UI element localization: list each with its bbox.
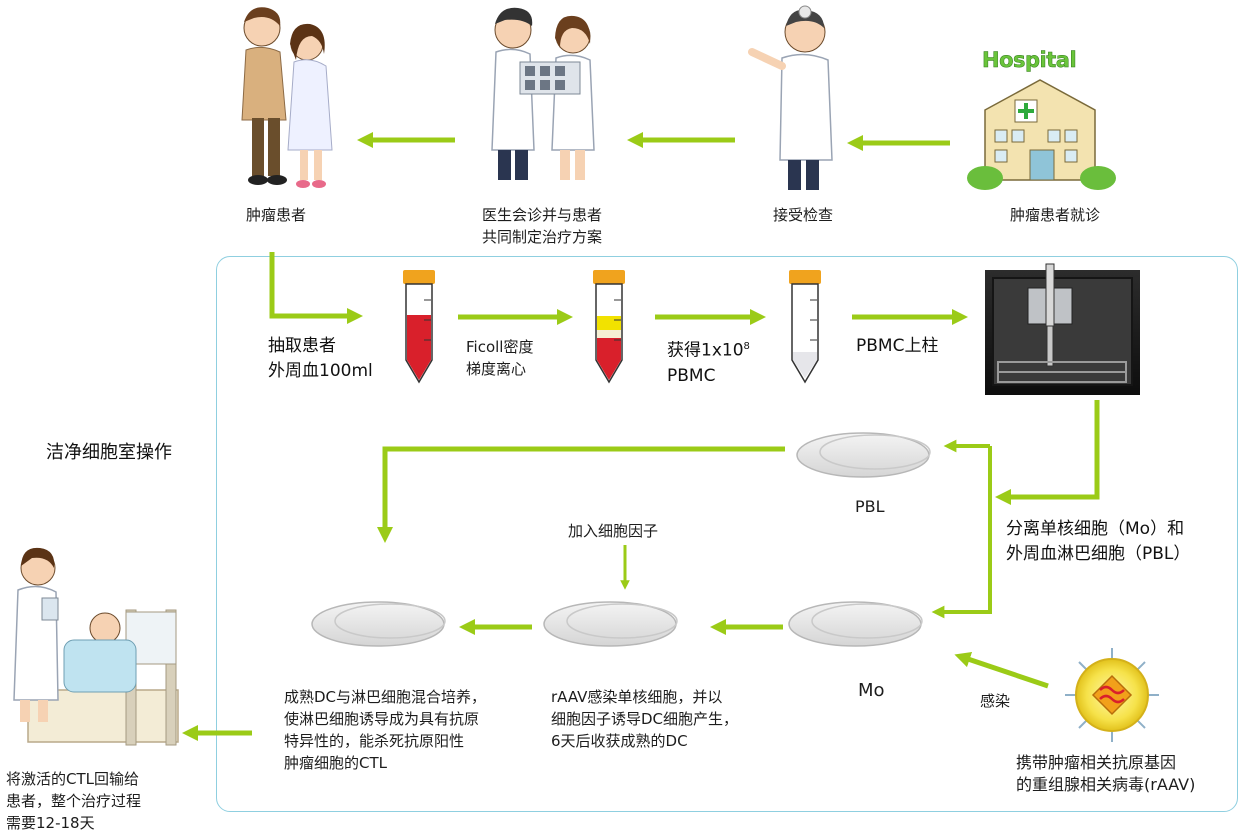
label-ficoll-line1: Ficoll密度: [466, 338, 534, 356]
label-raav-line2: 细胞因子诱导DC细胞产生，: [551, 710, 739, 728]
doctors-consult-illustration: [491, 7, 595, 180]
separation-column-machine: [985, 263, 1140, 395]
doctor-exam-illustration: [748, 5, 833, 190]
label-patient: 肿瘤患者: [245, 206, 306, 224]
label-blood-draw: 抽取患者 外周血100ml: [268, 334, 373, 384]
label-mix: 成熟DC与淋巴细胞混合培养， 使淋巴细胞诱导成为具有抗原 特异性的，能杀死抗原阳…: [284, 686, 486, 774]
flow-arrows: [181, 131, 1100, 742]
label-infect: 感染: [980, 692, 1011, 710]
label-virus-line2: 的重组腺相关病毒(rAAV): [1016, 775, 1196, 794]
label-mix-line4: 肿瘤细胞的CTL: [284, 754, 387, 772]
hospital-illustration: [967, 79, 1116, 190]
label-blood-draw-line1: 抽取患者: [268, 336, 336, 356]
arrow-patient-to-blooddraw: [269, 252, 364, 325]
dish-mo: [788, 601, 923, 647]
dish-pbl: [796, 432, 931, 478]
label-mix-line1: 成熟DC与淋巴细胞混合培养，: [284, 688, 487, 706]
label-pbmc-prefix: 获得1x10: [667, 340, 744, 361]
dish-mix: [311, 601, 446, 647]
label-virus: 携带肿瘤相关抗原基因 的重组腺相关病毒(rAAV): [1016, 752, 1195, 796]
patient-couple-illustration: [241, 7, 333, 188]
label-raav-line1: rAAV感染单核细胞，并以: [551, 688, 723, 706]
cleanroom-frame: [216, 256, 1238, 812]
label-consult: 医生会诊并与患者 共同制定治疗方案: [462, 204, 622, 248]
label-pbmc-line1: 获得1x108: [667, 334, 750, 364]
label-return-line2: 患者，整个治疗过程: [6, 792, 142, 810]
label-return: 将激活的CTL回输给 患者，整个治疗过程 需要12-18天: [6, 768, 141, 834]
label-pbmc-exponent: 8: [743, 341, 750, 352]
label-mix-line3: 特异性的，能杀死抗原阳性: [284, 732, 465, 750]
label-exam: 接受检查: [772, 206, 833, 224]
label-ficoll: Ficoll密度 梯度离心: [466, 336, 533, 380]
label-visit: 肿瘤患者就诊: [1009, 206, 1100, 224]
label-separate-line2: 外周血淋巴细胞（PBL）: [1006, 544, 1191, 564]
label-virus-line1: 携带肿瘤相关抗原基因: [1016, 753, 1177, 772]
label-separate-line1: 分离单核细胞（Mo）和: [1006, 519, 1185, 539]
pbmc-tube: [789, 270, 821, 384]
ficoll-tube: [593, 270, 625, 384]
arrow-virus-to-mo: [954, 651, 1049, 689]
label-separate: 分离单核细胞（Mo）和 外周血淋巴细胞（PBL）: [1006, 517, 1190, 567]
label-return-line3: 需要12-18天: [6, 814, 95, 832]
label-return-line1: 将激活的CTL回输给: [6, 770, 139, 788]
hospital-sign: Hospital: [982, 48, 1077, 73]
label-column: PBMC上柱: [856, 336, 939, 356]
arrow-pbl-to-mix: [376, 446, 785, 544]
label-add-cytokine: 加入细胞因子: [568, 522, 659, 540]
blood-tube: [403, 270, 435, 384]
nurse-bed-illustration: [13, 547, 179, 746]
label-raav-line3: 6天后收获成熟的DC: [551, 732, 688, 750]
label-pbmc-line2: PBMC: [667, 365, 716, 386]
label-pbl: PBL: [855, 497, 885, 516]
label-raav: rAAV感染单核细胞，并以 细胞因子诱导DC细胞产生， 6天后收获成熟的DC: [551, 686, 738, 752]
label-pbmc: 获得1x108 PBMC: [667, 334, 750, 389]
virus-icon: [1065, 648, 1159, 742]
label-consult-line2: 共同制定治疗方案: [481, 228, 602, 246]
arrow-column-to-separate: [994, 400, 1100, 506]
label-mo: Mo: [858, 680, 885, 701]
label-ficoll-line2: 梯度离心: [466, 360, 527, 378]
label-mix-line2: 使淋巴细胞诱导成为具有抗原: [284, 710, 480, 728]
dish-dc: [543, 601, 678, 647]
label-consult-line1: 医生会诊并与患者: [481, 206, 602, 224]
label-cleanroom: 洁净细胞室操作: [46, 442, 172, 463]
arrow-to-mo: [931, 446, 992, 619]
label-blood-draw-line2: 外周血100ml: [268, 361, 373, 381]
